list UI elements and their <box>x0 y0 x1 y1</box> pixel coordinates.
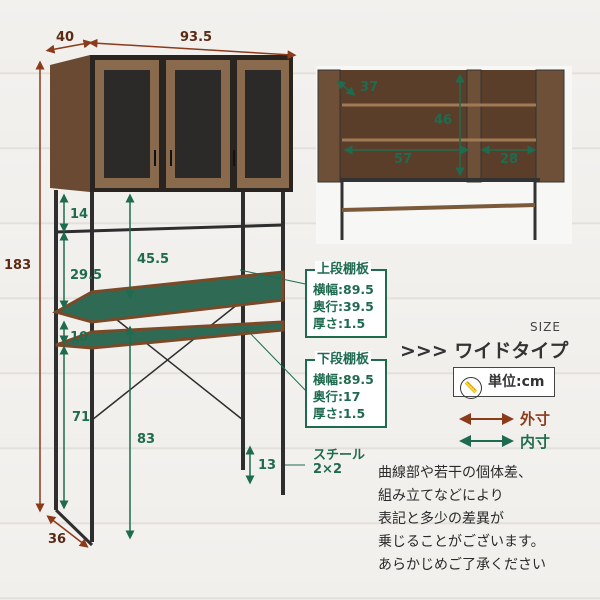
dim-lower-gap: 10 <box>70 330 89 345</box>
unit-label: 単位:cm <box>488 374 545 390</box>
steel-size: 2×2 <box>313 462 342 477</box>
dim-foot: 13 <box>258 458 277 473</box>
upper-shelf-board <box>52 270 285 324</box>
dim-upper-height: 45.5 <box>137 252 170 267</box>
photo-dim-side-width: 28 <box>500 152 519 167</box>
lower-shelf-thickness: 厚さ:1.5 <box>313 406 366 421</box>
lower-shelf-depth: 奥行:17 <box>313 389 361 404</box>
type-title: >>> ワイドタイプ <box>400 340 569 362</box>
size-label: SIZE <box>530 320 561 334</box>
dim-height: 183 <box>4 258 32 273</box>
lower-shelf-board <box>55 320 285 350</box>
outer-dimension-lines <box>35 38 297 548</box>
steel-label: スチール <box>313 448 366 463</box>
dim-lower-height: 71 <box>72 410 91 425</box>
ruler-icon: 📏 <box>460 377 482 399</box>
dim-depth-bottom: 36 <box>48 532 67 547</box>
upper-shelf-depth: 奥行:39.5 <box>313 299 374 314</box>
legend-inner: 内寸 <box>520 433 551 451</box>
lower-shelf-width: 横幅:89.5 <box>313 372 374 387</box>
upper-shelf-width: 横幅:89.5 <box>313 282 374 297</box>
dim-width: 93.5 <box>180 30 213 45</box>
note-line: 組み立てなどにより <box>378 488 504 504</box>
note-line: 乗じることがございます。 <box>378 534 545 550</box>
dim-depth-top: 40 <box>56 30 75 45</box>
note-line: あらかじめご了承ください <box>378 557 546 573</box>
disclaimer-note: 曲線部や若干の個体差、 組み立てなどにより 表記と多少の差異が 乗じることがござ… <box>378 462 546 577</box>
photo-dim-hinge: 37 <box>360 80 379 95</box>
upper-shelf-spec: 上段棚板 横幅:89.5 奥行:39.5 厚さ:1.5 <box>305 261 387 338</box>
upper-cabinet <box>50 55 293 192</box>
dim-lower-total: 83 <box>137 432 156 447</box>
steel-frame <box>54 190 285 547</box>
open-cabinet-photo <box>316 66 572 244</box>
inner-dimension-lines <box>59 193 311 540</box>
lower-shelf-title: 下段棚板 <box>315 351 372 368</box>
upper-shelf-title: 上段棚板 <box>315 261 372 278</box>
lower-shelf-spec: 下段棚板 横幅:89.5 奥行:17 厚さ:1.5 <box>305 351 387 428</box>
photo-dim-inner-width: 57 <box>394 152 413 167</box>
unit-box: 📏 単位:cm <box>453 367 555 399</box>
photo-dim-inner-height: 46 <box>434 113 453 128</box>
dim-upper-gap: 29.5 <box>70 268 103 283</box>
upper-shelf-thickness: 厚さ:1.5 <box>313 316 366 331</box>
note-line: 表記と多少の差異が <box>378 511 504 527</box>
legend-outer: 外寸 <box>520 410 551 428</box>
dim-gap-top: 14 <box>70 207 89 222</box>
note-line: 曲線部や若干の個体差、 <box>378 465 532 481</box>
